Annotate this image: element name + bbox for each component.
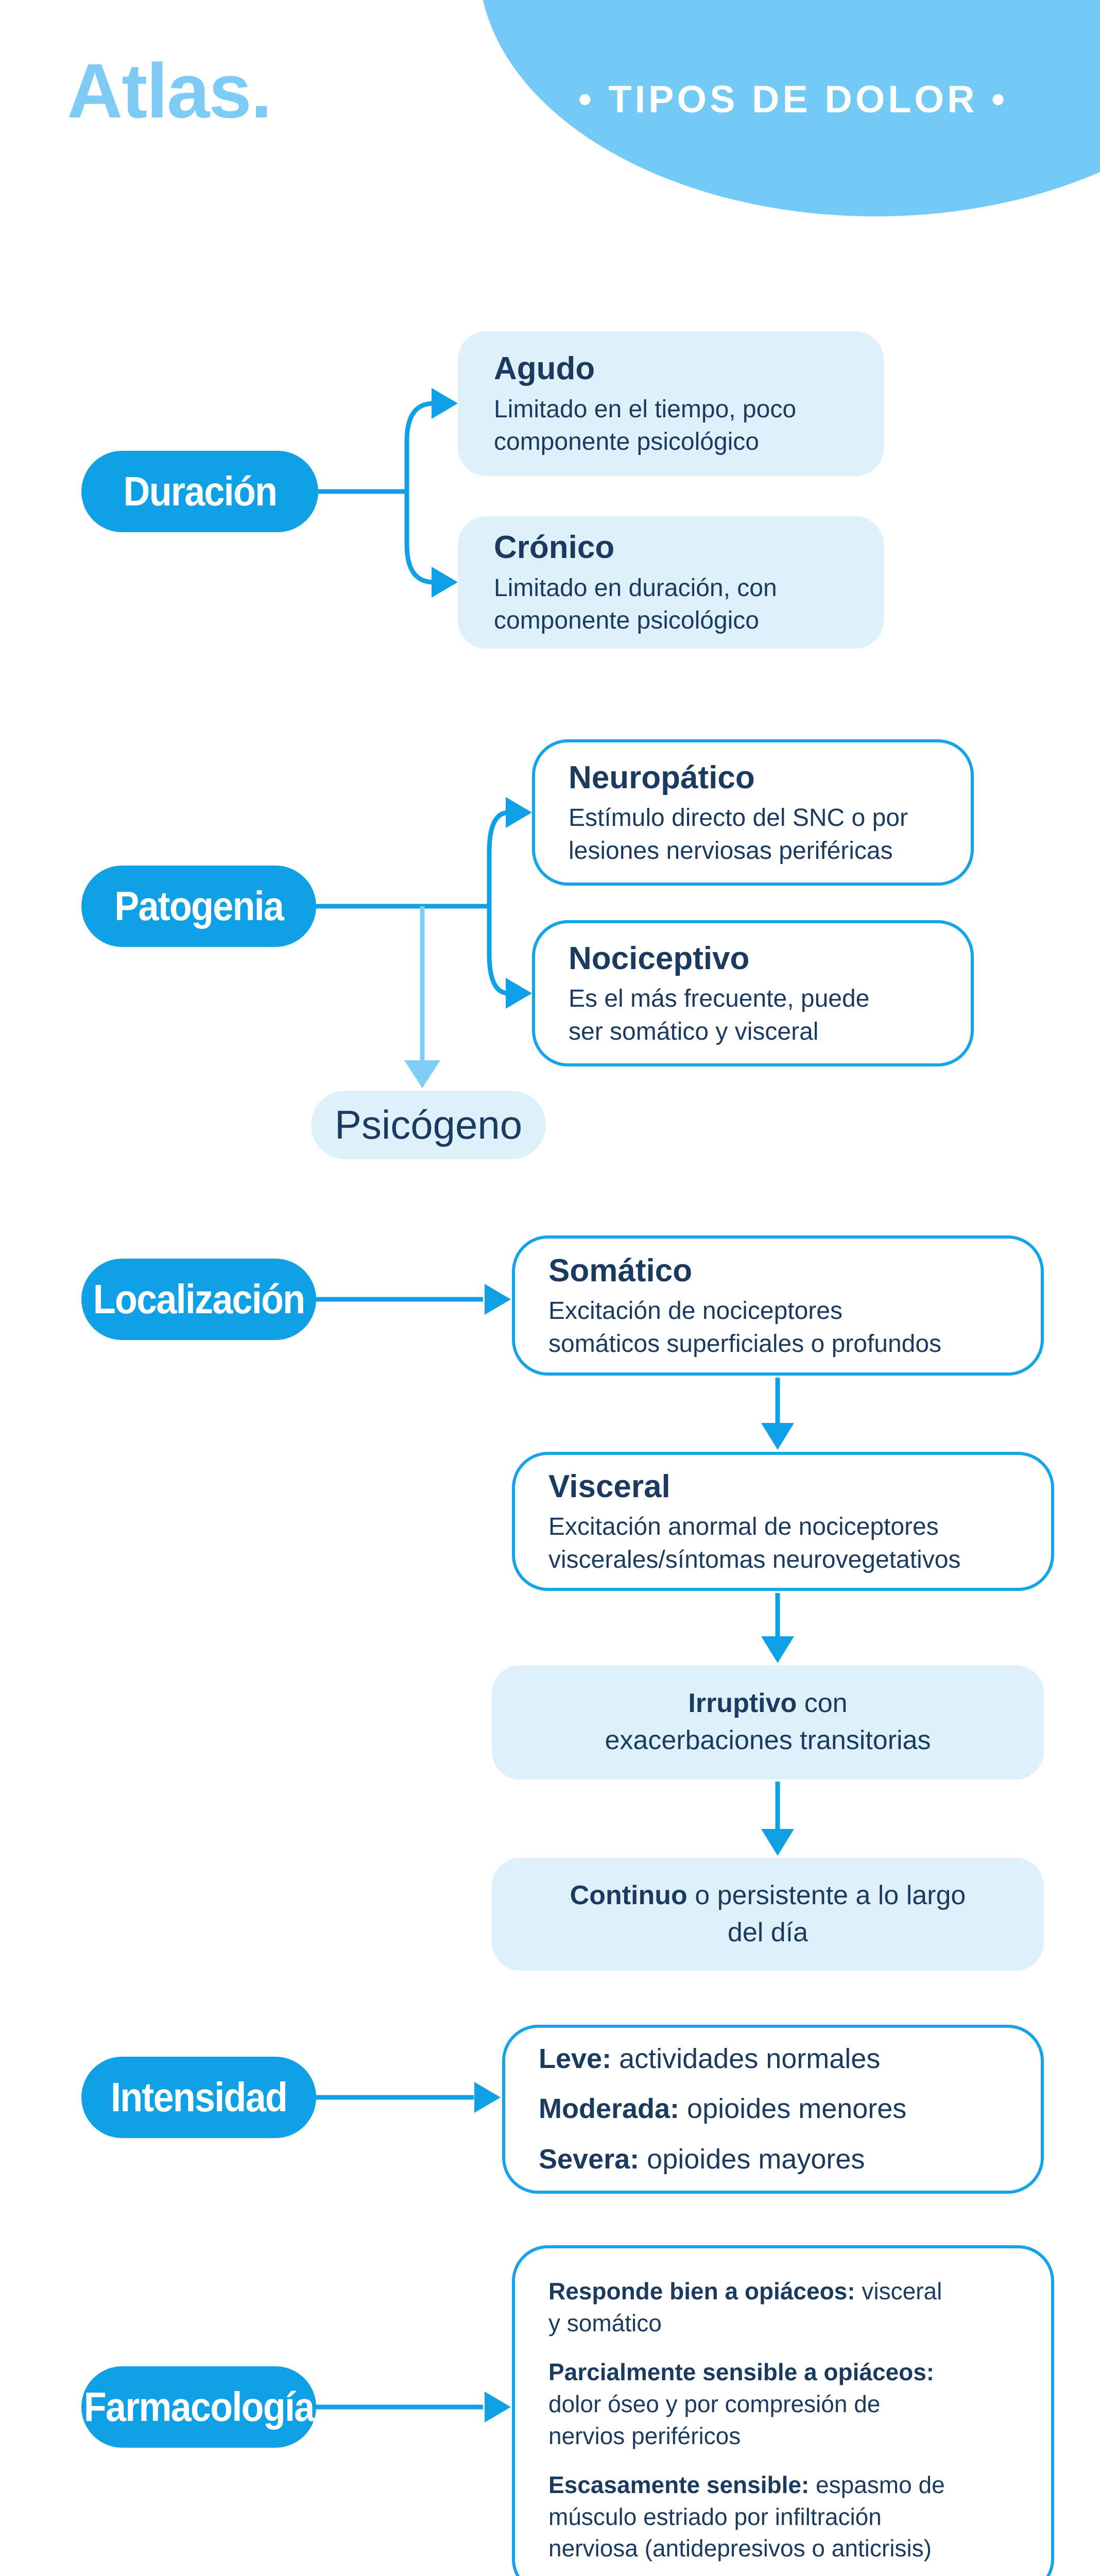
header-blob xyxy=(483,0,1100,216)
pill-intensidad: Intensidad xyxy=(81,2057,316,2138)
arrowhead-agudo xyxy=(432,388,458,419)
box-nociceptivo-title: Nociceptivo xyxy=(569,940,750,976)
box-agudo: Agudo Limitado en el tiempo, poco compon… xyxy=(458,331,884,476)
arrowhead-visceral xyxy=(761,1423,794,1450)
intensidad-line-moderada: Moderada: opioides menores xyxy=(539,2084,1041,2134)
arrowhead-continuo xyxy=(761,1829,794,1856)
box-visceral-title: Visceral xyxy=(548,1468,671,1504)
box-nociceptivo: Nociceptivo Es el más frecuente, puede s… xyxy=(532,920,974,1066)
box-visceral: Visceral Excitación anormal de nocicepto… xyxy=(512,1452,1054,1591)
arrowhead-neuropatico xyxy=(506,797,532,828)
box-somatico-title: Somático xyxy=(548,1252,693,1289)
box-cronico-body: Limitado en duración, con componente psi… xyxy=(494,574,777,635)
pill-patogenia: Patogenia xyxy=(81,866,316,947)
box-visceral-body: Excitación anormal de nociceptores visce… xyxy=(548,1513,961,1573)
box-nociceptivo-body: Es el más frecuente, puede ser somático … xyxy=(569,985,870,1045)
arrowhead-intensidad xyxy=(474,2082,501,2113)
arrowhead-farmacologia xyxy=(485,2392,511,2422)
box-agudo-body: Limitado en el tiempo, poco componente p… xyxy=(494,395,797,456)
arrowhead-nociceptivo xyxy=(506,978,532,1009)
continuo-rest: o persistente a lo largo del día xyxy=(695,1880,966,1947)
arrowhead-somatico xyxy=(485,1284,511,1315)
continuo-bold: Continuo xyxy=(570,1880,688,1910)
pill-duracion-label: Duración xyxy=(123,468,277,514)
pill-patogenia-label: Patogenia xyxy=(114,883,284,929)
box-neuropatico-body: Estímulo directo del SNC o por lesiones … xyxy=(569,804,908,865)
box-somatico-body: Excitación de nociceptores somáticos sup… xyxy=(548,1297,942,1358)
box-psicogeno-label: Psicógeno xyxy=(334,1102,523,1147)
pill-intensidad-label: Intensidad xyxy=(110,2074,288,2120)
pill-localizacion: Localización xyxy=(81,1259,316,1340)
intensidad-line-leve: Leve: actividades normales xyxy=(539,2034,1041,2084)
farma-p2: Parcialmente sensible a opiáceos: dolor … xyxy=(548,2357,1051,2452)
box-neuropatico-title: Neuropático xyxy=(569,759,755,795)
box-continuo: Continuo o persistente a lo largo del dí… xyxy=(492,1858,1044,1971)
farma-p2-rest: dolor óseo y por compresión de nervios p… xyxy=(548,2390,881,2449)
moderada-rest: opioides menores xyxy=(679,2093,907,2125)
severa-bold: Severa: xyxy=(539,2143,640,2175)
arrowhead-psicogeno xyxy=(404,1060,440,1088)
farma-p3: Escasamente sensible: espasmo de músculo… xyxy=(548,2469,1051,2565)
box-somatico: Somático Excitación de nociceptores somá… xyxy=(512,1235,1044,1376)
pill-farmacologia: Farmacología xyxy=(81,2366,316,2448)
leve-rest: actividades normales xyxy=(611,2043,881,2075)
page-title-badge: • TIPOS DE DOLOR • xyxy=(578,78,1008,121)
irruptivo-bold: Irruptivo xyxy=(688,1688,797,1719)
box-irruptivo: Irruptivo con exacerbaciones transitoria… xyxy=(492,1665,1044,1780)
box-agudo-title: Agudo xyxy=(494,351,595,387)
leve-bold: Leve: xyxy=(539,2043,612,2075)
arrowhead-cronico xyxy=(432,567,458,598)
farma-p3-bold: Escasamente sensible: xyxy=(548,2471,810,2499)
farma-p3-rest: espasmo de músculo estriado por infiltra… xyxy=(548,2471,945,2562)
moderada-bold: Moderada: xyxy=(539,2093,680,2125)
arrowhead-irruptivo xyxy=(761,1636,794,1663)
intensidad-line-severa: Severa: opioides mayores xyxy=(539,2134,1041,2184)
pill-farmacologia-label: Farmacología xyxy=(83,2384,315,2430)
pill-duracion: Duración xyxy=(81,451,318,532)
box-cronico-title: Crónico xyxy=(494,530,615,566)
farma-p1-rest: visceral y somático xyxy=(548,2278,942,2336)
box-intensidad: Leve: actividades normales Moderada: opi… xyxy=(502,2025,1044,2194)
irruptivo-rest: con exacerbaciones transitorias xyxy=(605,1688,931,1755)
box-neuropatico: Neuropático Estímulo directo del SNC o p… xyxy=(532,739,974,886)
box-farmacologia: Responde bien a opiáceos: visceral y som… xyxy=(512,2245,1054,2576)
pill-localizacion-label: Localización xyxy=(93,1276,305,1322)
farma-p1: Responde bien a opiáceos: visceral y som… xyxy=(548,2276,1051,2339)
box-irruptivo-text: Irruptivo con exacerbaciones transitoria… xyxy=(605,1685,931,1759)
farma-p1-bold: Responde bien a opiáceos: xyxy=(548,2278,855,2304)
box-continuo-text: Continuo o persistente a lo largo del dí… xyxy=(570,1877,966,1952)
severa-rest: opioides mayores xyxy=(639,2143,865,2175)
box-psicogeno: Psicógeno xyxy=(311,1091,546,1159)
farma-p2-bold: Parcialmente sensible a opiáceos: xyxy=(548,2359,935,2386)
box-cronico: Crónico Limitado en duración, con compon… xyxy=(458,516,884,649)
atlas-logo: Atlas. xyxy=(67,47,272,134)
